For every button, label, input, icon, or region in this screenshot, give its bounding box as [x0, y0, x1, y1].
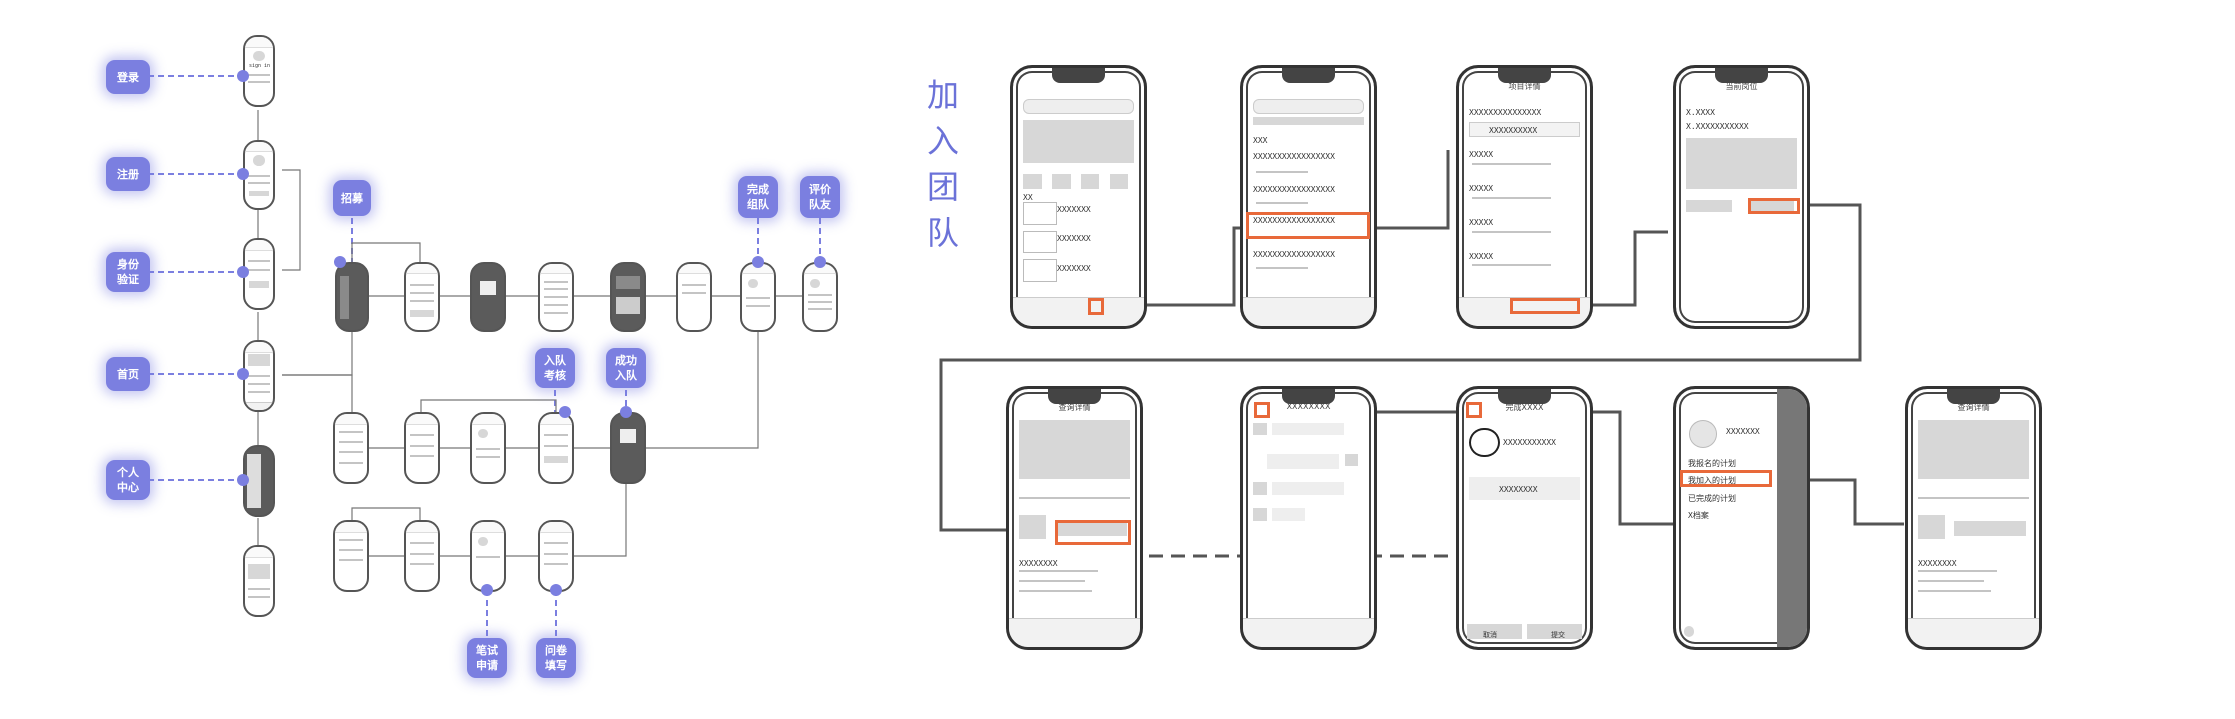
highlight-apply-button — [1748, 198, 1800, 214]
badge-join-review: 入队 考核 — [535, 348, 575, 388]
badge-identity: 身份 验证 — [106, 252, 150, 292]
mini-row2-success-screen — [610, 412, 646, 484]
mini-row3-screen-2 — [404, 520, 440, 592]
highlight-close-button — [1466, 402, 1482, 418]
badge-join-success: 成功 入队 — [606, 348, 646, 388]
mini-row2-screen-4 — [538, 412, 574, 484]
screen-chat: XXXXXXXX — [1240, 386, 1377, 650]
screen-project-detail: 项目详情 XXXXXXXXXXXXXXX XXXXXXXXXX XXXXX XX… — [1456, 65, 1593, 329]
highlight-join-button — [1510, 298, 1580, 314]
node-complete-team — [752, 256, 764, 268]
badge-login: 登录 — [106, 60, 150, 94]
badge-interview-apply: 笔试 申请 — [467, 638, 507, 678]
node-personal — [237, 474, 249, 486]
mini-rate-screen — [802, 262, 838, 332]
mini-recruit-done-screen — [470, 262, 506, 332]
mini-applicant-list-screen — [538, 262, 574, 332]
highlight-joined-plans — [1680, 470, 1772, 487]
badge-rate-members: 评价 队友 — [800, 176, 840, 218]
node-home — [237, 368, 249, 380]
highlight-home-add — [1088, 298, 1104, 315]
screen-project-overview-2: 查询详情 XXXXXXXX — [1905, 386, 2042, 650]
node-questionnaire — [550, 584, 562, 596]
mini-applicant-detail-screen — [610, 262, 646, 332]
mini-row3-screen-4 — [538, 520, 574, 592]
badge-register: 注册 — [106, 157, 150, 191]
screen-list: XXX XXXXXXXXXXXXXXXXX XXXXXXXXXXXXXXXXX … — [1240, 65, 1377, 329]
badge-complete-team: 完成 组队 — [738, 176, 778, 218]
screen-submitted: 完成XXXX XXXXXXXXXXX XXXXXXXX 取消 提交 — [1456, 386, 1593, 650]
mini-row3-screen-3 — [470, 520, 506, 592]
highlight-list-item — [1246, 212, 1370, 239]
screen-menu: XXXXXXX 我报名的计划 我加入的计划 已完成的计划 X档案 — [1673, 386, 1810, 650]
badge-personal: 个人 中心 — [106, 460, 150, 500]
node-join-success — [620, 406, 632, 418]
banner-image-icon — [1023, 119, 1134, 164]
section-title: 加 入 团 队 — [926, 76, 959, 252]
node-join-review — [559, 406, 571, 418]
mini-profile-screen — [243, 545, 275, 617]
node-interview-apply — [481, 584, 493, 596]
badge-questionnaire: 问卷 填写 — [536, 638, 576, 678]
mini-row2-screen-2 — [404, 412, 440, 484]
screen-home: XX XXXXXXX XXXXXXX XXXXXXX — [1010, 65, 1147, 329]
node-identity — [237, 266, 249, 278]
badge-recruit: 招募 — [333, 180, 371, 216]
mini-complete-team-screen — [740, 262, 776, 332]
check-circle-icon — [1469, 427, 1500, 458]
mini-recruit-screen — [335, 262, 369, 332]
mini-row2-screen-3 — [470, 412, 506, 484]
mini-team-screen — [676, 262, 712, 332]
gear-icon — [1683, 626, 1695, 637]
node-login — [237, 70, 249, 82]
node-rate-members — [814, 256, 826, 268]
mini-row3-screen-1 — [333, 520, 369, 592]
mini-recruit-form-screen — [404, 262, 440, 332]
mini-login-screen: sign in — [243, 35, 275, 107]
highlight-back-button — [1254, 402, 1270, 418]
screen-role-detail: 当前岗位 X.XXXX X.XXXXXXXXXXX — [1673, 65, 1810, 329]
node-register — [237, 168, 249, 180]
node-recruit — [334, 256, 346, 268]
mini-row2-screen-1 — [333, 412, 369, 484]
screen-project-overview: 查询详情 XXXXXXXX — [1006, 386, 1143, 650]
badge-home: 首页 — [106, 357, 150, 391]
avatar — [1689, 419, 1718, 448]
highlight-overview-button — [1055, 520, 1131, 545]
